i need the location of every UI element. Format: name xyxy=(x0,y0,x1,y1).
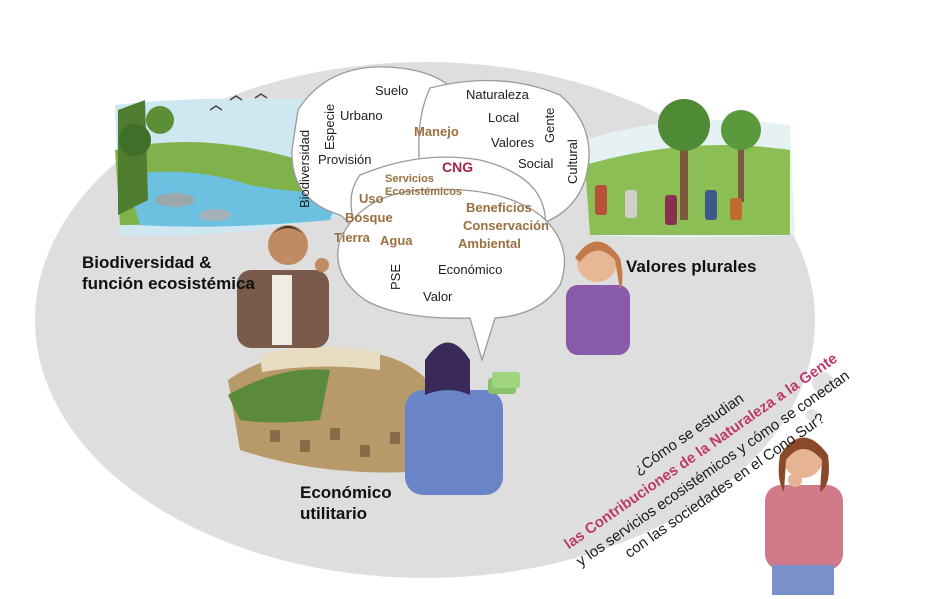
word-provision: Provisión xyxy=(318,152,372,167)
label-biodiversidad-line1: Biodiversidad & xyxy=(82,253,212,272)
word-especie: Especie xyxy=(322,103,337,150)
label-biodiversidad-funcion: Biodiversidad & función ecosistémica xyxy=(82,252,255,294)
word-naturaleza: Naturaleza xyxy=(466,87,529,102)
word-biodiversidad: Biodiversidad xyxy=(297,129,312,208)
word-economico: Económico xyxy=(438,262,503,277)
label-valores-plurales: Valores plurales xyxy=(626,257,757,276)
word-valores: Valores xyxy=(491,135,535,150)
bubble-economic xyxy=(337,188,566,363)
village-landscape-illustration xyxy=(585,99,795,238)
woman-thinking-illustration xyxy=(765,437,843,595)
label-biodiversidad-line2: función ecosistémica xyxy=(82,274,255,293)
word-urbano: Urbano xyxy=(340,108,383,123)
word-ambiental: Ambiental xyxy=(458,236,521,251)
word-beneficios: Beneficios xyxy=(466,200,532,215)
woman-top-illustration xyxy=(566,241,630,355)
deforested-landscape-illustration xyxy=(228,346,440,473)
man-money-illustration xyxy=(405,342,520,495)
thought-dot-large xyxy=(812,372,834,394)
word-pse: PSE xyxy=(388,263,403,290)
word-valor: Valor xyxy=(423,289,453,304)
word-bosque: Bosque xyxy=(345,210,393,225)
word-uso: Uso xyxy=(359,191,384,206)
river-landscape-illustration xyxy=(115,93,345,236)
word-local: Local xyxy=(488,110,520,125)
word-agua: Agua xyxy=(380,233,413,248)
word-manejo: Manejo xyxy=(414,124,459,139)
word-ecosistemicos: Ecosistémicos xyxy=(385,186,463,198)
word-gente: Gente xyxy=(542,107,557,143)
label-economico-line2: utilitario xyxy=(300,504,368,523)
label-economico-utilitario: Económico utilitario xyxy=(300,482,392,524)
word-suelo: Suelo xyxy=(375,83,409,98)
label-economico-line1: Económico xyxy=(300,483,392,502)
thought-dot-small xyxy=(806,409,818,421)
man-illustration xyxy=(237,225,329,348)
word-cultural: Cultural xyxy=(565,139,580,184)
word-social: Social xyxy=(518,156,554,171)
word-tierra: Tierra xyxy=(334,230,370,245)
word-conservacion: Conservación xyxy=(463,218,549,233)
word-servicios: Servicios xyxy=(385,173,434,185)
word-cng: CNG xyxy=(442,159,474,175)
word-bubble-cluster xyxy=(291,66,590,363)
